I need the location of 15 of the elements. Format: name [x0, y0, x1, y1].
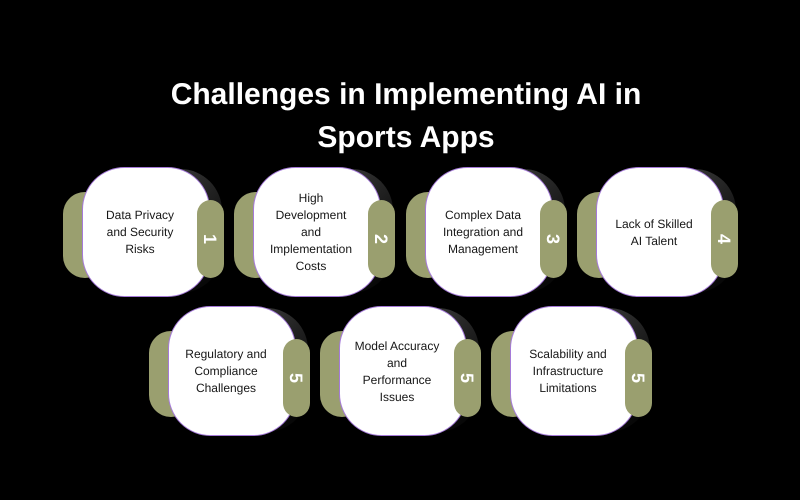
challenge-text: Complex Data Integration and Management [442, 207, 524, 258]
step-number: 2 [372, 234, 390, 244]
step-number: 5 [630, 373, 648, 383]
challenge-text: Scalability and Infrastructure Limitations [528, 346, 608, 397]
step-number: 4 [716, 234, 734, 244]
challenge-text: Data Privacy and Security Risks [104, 207, 176, 258]
title: Challenges in Implementing AI in Sports Apps [170, 77, 642, 156]
step-number: 5 [288, 373, 306, 383]
step-number: 3 [544, 234, 562, 244]
challenge-text: Model Accuracy and Performance Issues [354, 338, 440, 406]
challenge-text: Lack of Skilled AI Talent [614, 216, 694, 250]
step-number: 5 [458, 373, 476, 383]
step-number: 1 [202, 234, 220, 244]
challenge-text: High Development and Implementation Costs [268, 190, 354, 275]
challenge-text: Regulatory and Compliance Challenges [184, 346, 268, 397]
